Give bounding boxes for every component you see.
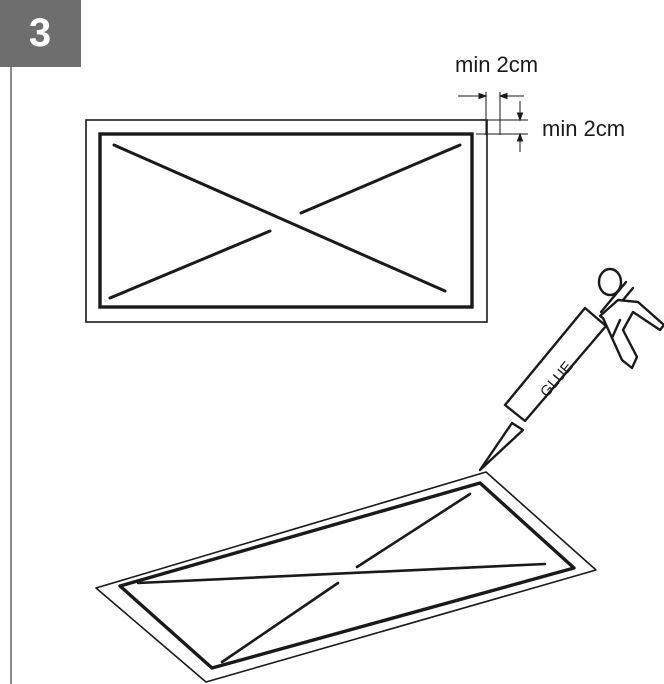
top-panel-outer-frame xyxy=(85,119,488,323)
step-number-badge: 3 xyxy=(0,0,81,67)
vertical-dimension-label: min 2cm xyxy=(542,116,625,141)
bottom-glue-line-1 xyxy=(136,562,547,585)
top-panel-inner-frame xyxy=(98,132,474,309)
dimension-markers xyxy=(458,92,528,152)
top-glue-line-3 xyxy=(108,229,272,300)
bottom-glue-line-3 xyxy=(220,581,340,664)
top-glue-line-2 xyxy=(299,143,462,215)
bottom-panel-outer-frame xyxy=(95,471,597,683)
glue-gun-tube xyxy=(503,306,608,423)
glue-gun-nozzle xyxy=(478,421,525,472)
top-glue-line-1 xyxy=(112,143,447,293)
glue-gun-plunger-ring xyxy=(597,267,623,297)
bottom-glue-line-2 xyxy=(355,492,472,569)
top-panel xyxy=(85,119,488,323)
glue-gun xyxy=(478,267,664,472)
glue-gun-handle xyxy=(598,298,664,370)
bottom-panel-inner-frame xyxy=(118,481,576,670)
bottom-panel xyxy=(95,471,597,683)
horizontal-dimension-label: min 2cm xyxy=(455,52,538,77)
glue-gun-trigger xyxy=(610,318,622,340)
left-border-rule xyxy=(10,67,12,684)
